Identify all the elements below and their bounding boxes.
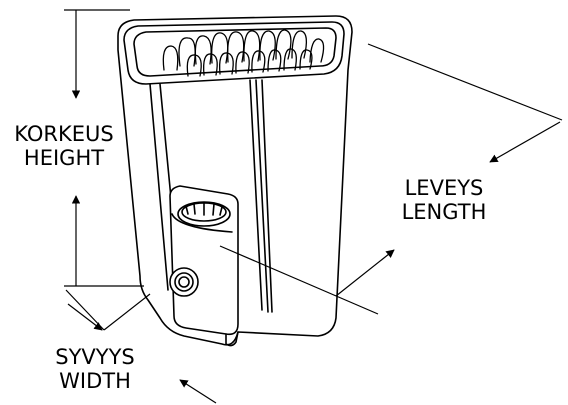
length-extension-bottom xyxy=(219,245,379,315)
sauna-heater-illustration xyxy=(117,15,353,347)
thermostat-knob xyxy=(177,201,231,227)
height-dimension-label: KORKEUS HEIGHT xyxy=(0,122,128,170)
panel-groove xyxy=(249,79,263,311)
length-label-en: LENGTH xyxy=(401,200,487,224)
sauna-stones xyxy=(162,29,325,77)
control-panel-top xyxy=(171,213,233,233)
width-extension-main xyxy=(103,293,151,331)
length-arrow-back xyxy=(489,121,561,163)
heater-top-rim-inner xyxy=(133,27,337,77)
width-arrow-right xyxy=(179,379,217,404)
width-label-fi: SYVYYS xyxy=(55,345,135,369)
width-dimension-label: SYVYYS WIDTH xyxy=(40,345,150,393)
panel-groove xyxy=(255,79,269,313)
panel-groove xyxy=(149,83,169,291)
height-label-fi: KORKEUS xyxy=(14,122,114,146)
height-label-en: HEIGHT xyxy=(23,146,105,170)
heater-foot xyxy=(225,331,239,347)
heater-top-rim xyxy=(123,21,345,85)
length-label-fi: LEVEYS xyxy=(404,176,484,200)
timer-knob xyxy=(169,267,199,297)
width-label-en: WIDTH xyxy=(59,369,131,393)
width-extension-left xyxy=(65,289,105,331)
length-arrow-front xyxy=(335,249,395,297)
dimension-lines xyxy=(64,9,563,404)
width-arrow-left xyxy=(67,303,103,331)
panel-groove xyxy=(261,79,273,313)
length-dimension-label: LEVEYS LENGTH xyxy=(384,176,504,224)
length-extension-top xyxy=(367,43,563,121)
